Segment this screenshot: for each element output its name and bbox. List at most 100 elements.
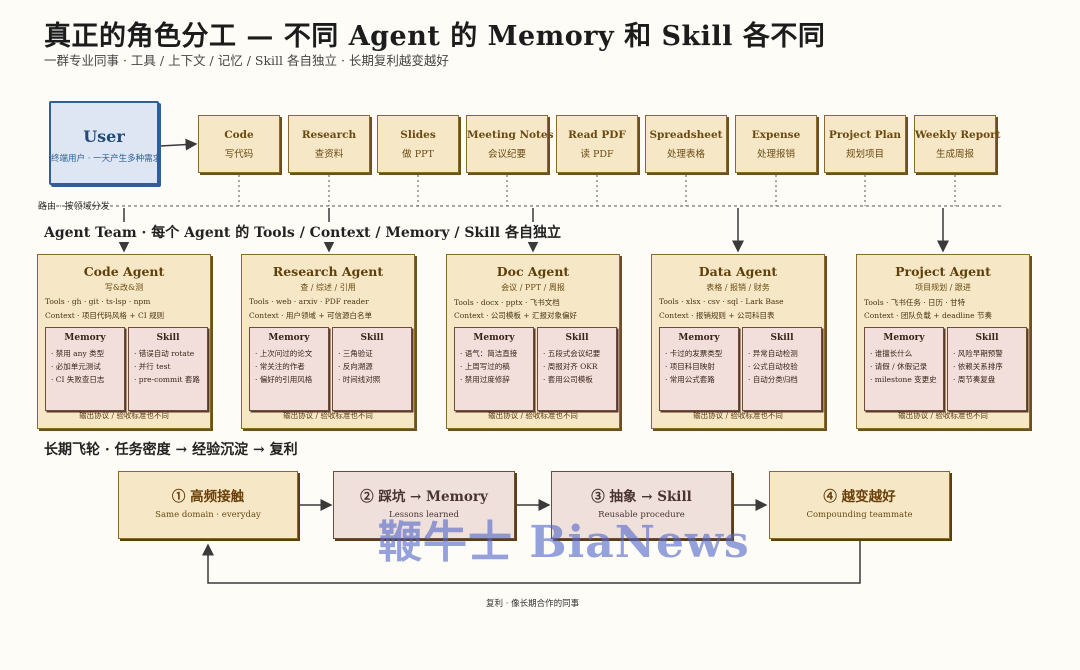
agent-card-code: Code Agent 写&改&测 Tools · gh · git · ts-l… (37, 254, 211, 429)
memory-title: Memory (883, 333, 925, 343)
agent-card-data: Data Agent 表格 / 报销 / 财务 Tools · xlsx · c… (651, 254, 825, 429)
skill-item: · 错误自动 rotate (134, 349, 195, 358)
memory-title: Memory (268, 333, 310, 343)
flywheel-step-4: ④ 越变越好 Compounding teammate (769, 471, 950, 539)
route-desc: 生成周报 (935, 149, 974, 160)
route-name: Weekly Report (915, 129, 1001, 141)
memory-item: · 上次问过的论文 (255, 349, 313, 358)
flywheel-step-3: ③ 抽象 → Skill Reusable procedure (551, 471, 732, 539)
agent-tools: Tools · xlsx · csv · sql · Lark Base (659, 297, 784, 306)
skill-item: · 套用公司模板 (543, 375, 593, 384)
page-subtitle: 一群专业同事 · 工具 / 上下文 / 记忆 / Skill 各自独立 · 长期… (44, 53, 449, 68)
agent-name: Data Agent (698, 264, 778, 279)
agent-card-project: Project Agent 项目规划 / 跟进 Tools · 飞书任务 · 日… (856, 254, 1030, 429)
memory-item: · 必加单元测试 (51, 362, 101, 371)
memory-item: · 谁擅长什么 (870, 349, 913, 358)
memory-item: · 常用公式套路 (665, 375, 715, 384)
route-desc: 读 PDF (580, 149, 614, 160)
skill-title: Skill (156, 333, 180, 343)
agent-context: Context · 团队负载 + deadline 节奏 (864, 311, 992, 320)
route-name: Project Plan (828, 129, 902, 141)
memory-item: · 偏好的引用风格 (255, 375, 313, 384)
agent-name: Doc Agent (496, 264, 570, 279)
memory-title: Memory (64, 333, 106, 343)
skill-card: Skill · 风险早期预警 · 依赖关系排序 · 周节奏复盘 (947, 327, 1027, 411)
memory-item: · milestone 变更史 (870, 375, 937, 384)
agent-footer: 输出协议 / 验收标准也不同 (898, 411, 988, 420)
flywheel-step-2: ② 踩坑 → Memory Lessons learned (333, 471, 515, 539)
user-title: User (83, 127, 125, 146)
memory-title: Memory (678, 333, 720, 343)
memory-item: · 禁用过度修辞 (460, 375, 510, 384)
skill-title: Skill (770, 333, 794, 343)
user-to-routes-arrow (159, 138, 198, 151)
skill-item: · 三角验证 (338, 349, 373, 358)
route-name: Expense (751, 129, 801, 141)
flywheel-step-1: ① 高频接触 Same domain · everyday (118, 471, 298, 539)
agent-card-research: Research Agent 查 / 综述 / 引用 Tools · web ·… (241, 254, 415, 429)
agent-footer: 输出协议 / 验收标准也不同 (488, 411, 578, 420)
skill-title: Skill (565, 333, 589, 343)
user-node: User 终端用户 · 一天产生多种需求 (49, 101, 162, 185)
agent-tools: Tools · 飞书任务 · 日历 · 甘特 (864, 298, 966, 307)
page-title: 真正的角色分工 — 不同 Agent 的 Memory 和 Skill 各不同 (44, 21, 826, 52)
step-title: ① 高频接触 (171, 489, 245, 505)
skill-card: Skill · 错误自动 rotate · 并行 test · pre-comm… (128, 327, 208, 411)
agent-card-doc: Doc Agent 会议 / PPT / 周报 Tools · docx · p… (446, 254, 620, 429)
step-desc: Lessons learned (389, 510, 459, 520)
skill-card: Skill · 三角验证 · 反向溯源 · 时间线对照 (332, 327, 412, 411)
route-desc: 做 PPT (402, 149, 434, 160)
step-title: ② 踩坑 → Memory (360, 489, 488, 505)
memory-item: · 请假 / 休假记录 (870, 362, 928, 371)
route-spreadsheet: Spreadsheet 处理表格 (645, 115, 727, 173)
agent-footer: 输出协议 / 验收标准也不同 (693, 411, 783, 420)
route-name: Read PDF (568, 129, 626, 141)
agent-context: Context · 报销规则 + 公司科目表 (659, 311, 775, 320)
agent-footer: 输出协议 / 验收标准也不同 (283, 411, 373, 420)
route-code: Code 写代码 (198, 115, 280, 173)
agent-context: Context · 公司模板 + 汇报对象偏好 (454, 311, 577, 320)
skill-item: · 反向溯源 (338, 362, 373, 371)
agent-sub: 会议 / PPT / 周报 (501, 283, 565, 292)
route-desc: 处理报销 (756, 149, 795, 160)
step-desc: Reusable procedure (598, 510, 685, 520)
step-title: ④ 越变越好 (823, 489, 896, 505)
skill-item: · 风险早期预警 (953, 349, 1003, 358)
skill-item: · 异常自动检测 (748, 349, 798, 358)
agent-tools: Tools · gh · git · ts-lsp · npm (45, 297, 151, 306)
route-slides: Slides 做 PPT (377, 115, 459, 173)
agent-name: Project Agent (895, 264, 991, 279)
agent-name: Research Agent (272, 264, 384, 279)
agent-sub: 写&改&测 (104, 283, 144, 292)
watermark-logo: 鞭牛士 BiaNews (378, 517, 750, 568)
memory-item: · 上周写过的稿 (460, 362, 510, 371)
route-name: Slides (400, 129, 436, 141)
flywheel-loop-arrow (202, 540, 861, 584)
route-research: Research 查资料 (288, 115, 370, 173)
route-meeting-notes: Meeting Notes 会议纪要 (466, 115, 554, 173)
route-name: Code (224, 129, 254, 141)
route-desc: 写代码 (224, 149, 254, 160)
skill-card: Skill · 五段式会议纪要 · 周报对齐 OKR · 套用公司模板 (537, 327, 617, 411)
step-desc: Compounding teammate (806, 510, 913, 520)
skill-item: · 周节奏复盘 (953, 375, 996, 384)
route-name: Research (301, 129, 357, 141)
skill-title: Skill (360, 333, 384, 343)
agent-team-label: Agent Team · 每个 Agent 的 Tools / Context … (44, 222, 565, 242)
memory-item: · 禁用 any 类型 (51, 349, 105, 358)
route-weekly-report: Weekly Report 生成周报 (914, 115, 1001, 173)
user-desc: 终端用户 · 一天产生多种需求 (51, 154, 162, 164)
skill-item: · pre-commit 套路 (134, 375, 200, 384)
route-project-plan: Project Plan 规划项目 (824, 115, 906, 173)
agent-sub: 查 / 综述 / 引用 (300, 283, 356, 292)
skill-item: · 依赖关系排序 (953, 362, 1003, 371)
route-desc: 规划项目 (845, 149, 884, 160)
flywheel-label: 长期飞轮 · 任务密度 → 经验沉淀 → 复利 (44, 442, 298, 458)
memory-item: · CI 失败查日志 (51, 375, 105, 384)
skill-card: Skill · 异常自动检测 · 公式自动校验 · 自动分类归档 (742, 327, 822, 411)
skill-item: · 五段式会议纪要 (543, 349, 601, 358)
route-desc: 会议纪要 (487, 149, 526, 160)
memory-item: · 卡过的发票类型 (665, 349, 723, 358)
agent-tools: Tools · web · arxiv · PDF reader (249, 297, 369, 306)
